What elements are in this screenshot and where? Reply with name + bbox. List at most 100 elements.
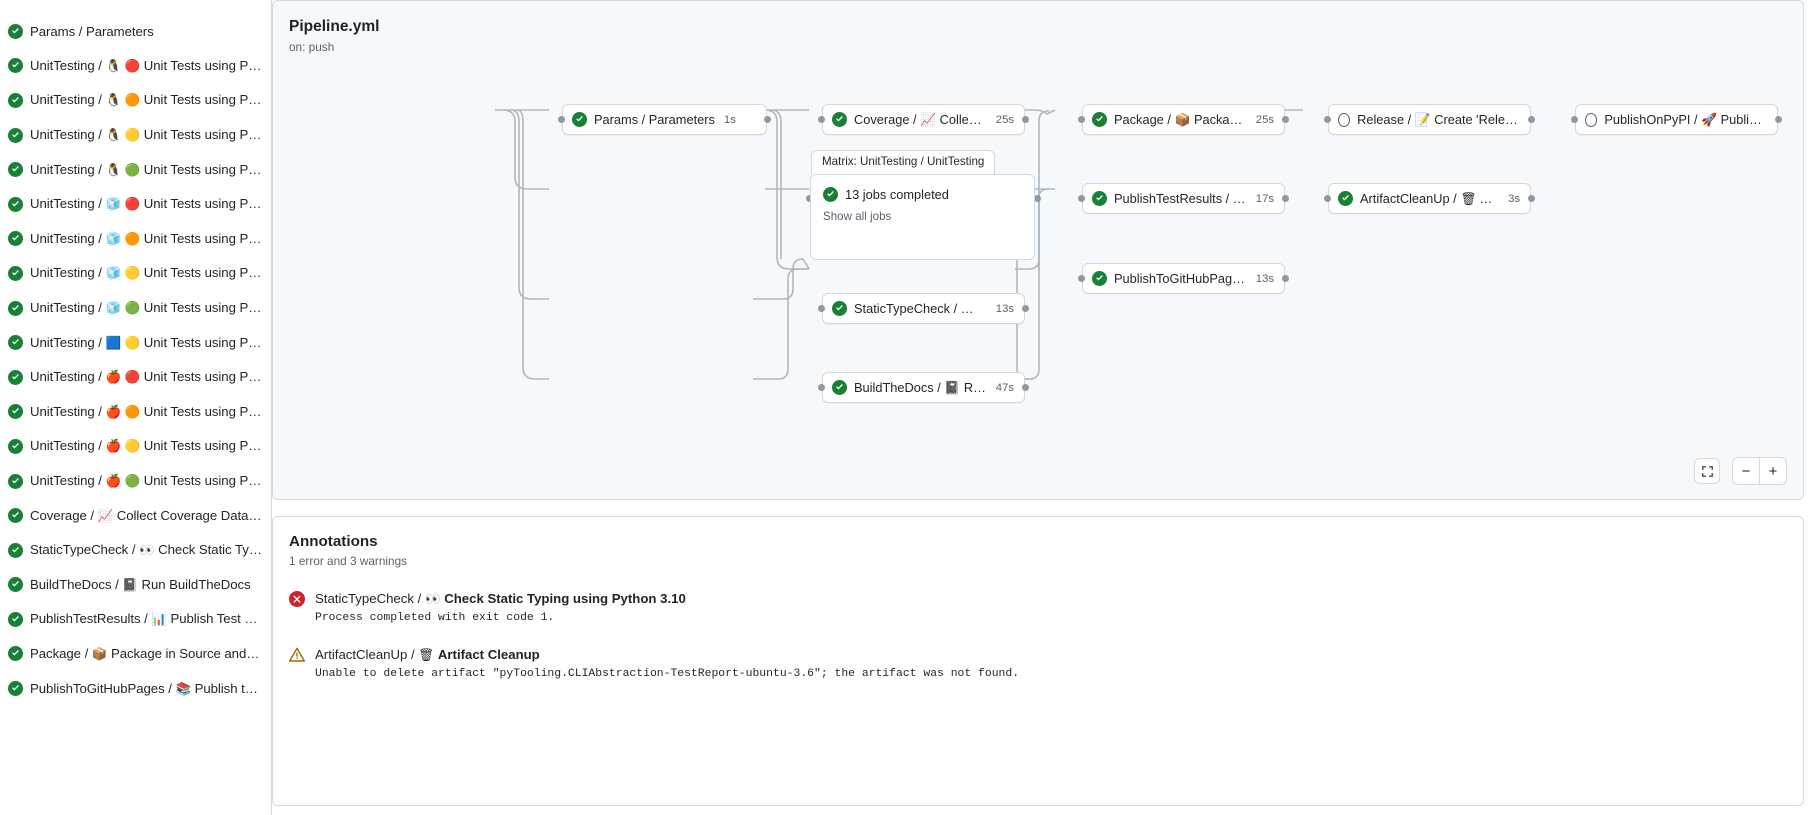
sidebar-job-item[interactable]: PublishTestResults / 📊 Publish Test Resu… [0,602,271,637]
graph-node-label: Package / 📦 Package in So… [1114,111,1247,127]
check-circle-icon [8,681,23,697]
graph-node-publishtest[interactable]: PublishTestResults / 📊 Pu…17s [1082,183,1285,214]
os-emoji-icon: 🍎 [105,473,122,489]
sidebar-job-item[interactable]: UnitTesting / 🧊 🟢 Unit Tests using Pyth… [0,291,271,326]
sidebar-job-label: Params / Parameters [30,23,154,39]
sidebar-job-item[interactable]: BuildTheDocs / 📓 Run BuildTheDocs [0,568,271,603]
node-port-left [1078,195,1085,202]
graph-node-package[interactable]: Package / 📦 Package in So…25s [1082,104,1285,135]
check-circle-icon [8,508,23,524]
os-emoji-icon: 📈 [97,507,114,523]
version-emoji-icon: 🟢 [124,473,141,489]
show-all-jobs-link[interactable]: Show all jobs [823,210,892,223]
check-circle-icon [8,231,23,247]
check-circle-icon [8,369,23,385]
sidebar-job-item[interactable]: UnitTesting / 🐧 🟡 Unit Tests using Pyth… [0,118,271,153]
job-status-icon [8,58,23,74]
os-emoji-icon: 👀 [139,542,155,558]
job-status-icon [8,611,23,627]
graph-node-artifact[interactable]: ArtifactCleanUp / 🗑 Artifac…3s [1328,183,1531,214]
version-emoji-icon: 🟠 [124,92,141,108]
sidebar-job-item[interactable]: PublishToGitHubPages / 📚 Publish to G… [0,671,271,706]
node-port-left [1571,116,1578,123]
annotations-summary: 1 error and 3 warnings [289,554,408,568]
graph-node-label: PublishOnPyPI / 🚀 Publish to … [1604,111,1767,127]
sidebar-job-item[interactable]: UnitTesting / 🍎 🔴 Unit Tests using Pyth… [0,360,271,395]
zoom-out-button[interactable]: − [1741,462,1751,480]
job-status-icon [8,404,23,420]
sidebar-job-item[interactable]: UnitTesting / 🧊 🟠 Unit Tests using Pyth… [0,222,271,257]
check-circle-icon [8,300,23,316]
graph-node-buildthedocs[interactable]: BuildTheDocs / 📓 Run Buil…47s [822,372,1025,403]
check-circle-icon [8,404,23,420]
check-circle-icon [1092,271,1107,286]
sidebar-job-item[interactable]: UnitTesting / 🐧 🟢 Unit Tests using Pyth… [0,152,271,187]
graph-node-statictype[interactable]: StaticTypeCheck / 👀 Chec…13s [822,293,1025,324]
check-circle-icon [8,127,23,143]
node-port-left [818,116,825,123]
graph-node-coverage[interactable]: Coverage / 📈 Collect Cove…25s [822,104,1025,135]
os-emoji-icon: 📓 [122,576,138,592]
matrix-port-left [806,195,813,202]
pending-circle-icon [1338,112,1351,127]
sidebar-job-item[interactable]: UnitTesting / 🧊 🟡 Unit Tests using Pyth… [0,256,271,291]
os-emoji-icon: 🍎 [105,438,122,454]
job-status-icon [8,23,23,39]
annotation-row[interactable]: StaticTypeCheck / 👀 Check Static Typing … [289,590,1787,624]
matrix-summary-row[interactable]: 13 jobs completed [811,175,1034,202]
sidebar-job-item[interactable]: UnitTesting / 🟦 🟡 Unit Tests using Pyth… [0,325,271,360]
os-emoji-icon: 🧊 [105,265,122,281]
sidebar-job-item[interactable]: UnitTesting / 🍎 🟠 Unit Tests using Pyth… [0,395,271,430]
sidebar-job-item[interactable]: UnitTesting / 🧊 🔴 Unit Tests using Pyth… [0,187,271,222]
os-emoji-icon: 🧊 [105,196,122,212]
os-emoji-icon: 🍎 [105,403,122,419]
job-status-icon [832,301,847,316]
node-port-right [1282,116,1289,123]
matrix-group[interactable]: Matrix: UnitTesting / UnitTesting 13 job… [810,150,1035,260]
fullscreen-button[interactable] [1694,458,1720,484]
graph-node-publishpages[interactable]: PublishToGitHubPages / 📚 …13s [1082,263,1285,294]
sidebar-job-item[interactable]: UnitTesting / 🍎 🟡 Unit Tests using Pyth… [0,429,271,464]
job-status-icon [1092,191,1107,206]
annotation-severity-icon [289,647,305,680]
sidebar-job-item[interactable]: Params / Parameters [0,14,271,49]
graph-node-label: Params / Parameters [594,112,715,127]
check-circle-icon [8,646,23,662]
version-emoji-icon: 🟡 [124,127,141,143]
graph-node-publishpypi[interactable]: PublishOnPyPI / 🚀 Publish to … [1575,104,1778,135]
os-emoji-icon: 🍎 [105,369,122,385]
sidebar-job-item[interactable]: StaticTypeCheck / 👀 Check Static Typing… [0,533,271,568]
graph-node-release[interactable]: Release / 📝 Create 'Release P… [1328,104,1531,135]
pending-circle-icon [1585,112,1598,127]
sidebar-job-label: UnitTesting / 🍎 🔴 Unit Tests using Pyth… [30,369,263,385]
annotations-list: StaticTypeCheck / 👀 Check Static Typing … [289,590,1787,680]
sidebar-job-label: UnitTesting / 🟦 🟡 Unit Tests using Pyth… [30,334,263,350]
check-circle-icon [832,380,847,395]
node-port-right [1022,116,1029,123]
sidebar-job-label: BuildTheDocs / 📓 Run BuildTheDocs [30,576,251,592]
sidebar-job-item[interactable]: Coverage / 📈 Collect Coverage Data usi… [0,498,271,533]
sidebar-job-item[interactable]: UnitTesting / 🐧 🔴 Unit Tests using Pyth… [0,49,271,84]
check-circle-icon [832,112,847,127]
job-status-icon [1092,271,1107,286]
zoom-in-button[interactable]: + [1768,462,1778,480]
annotations-title: Annotations [289,533,378,550]
sidebar-job-item[interactable]: UnitTesting / 🍎 🟢 Unit Tests using Pyth… [0,464,271,499]
sidebar-job-label: StaticTypeCheck / 👀 Check Static Typing… [30,542,263,558]
sidebar-job-item[interactable]: Package / 📦 Package in Source and Wh… [0,637,271,672]
check-circle-icon [8,92,23,108]
sidebar-job-item[interactable]: UnitTesting / 🐧 🟠 Unit Tests using Pyth… [0,83,271,118]
node-port-right [1528,116,1535,123]
job-status-icon [8,473,23,489]
workflow-graph-card: Pipeline.yml on: push [272,0,1804,500]
job-status-icon [8,681,23,697]
job-status-icon [8,265,23,281]
check-circle-icon [8,335,23,351]
node-port-left [1324,195,1331,202]
sidebar-job-label: UnitTesting / 🍎 🟠 Unit Tests using Pyth… [30,403,263,419]
node-port-right [1282,195,1289,202]
